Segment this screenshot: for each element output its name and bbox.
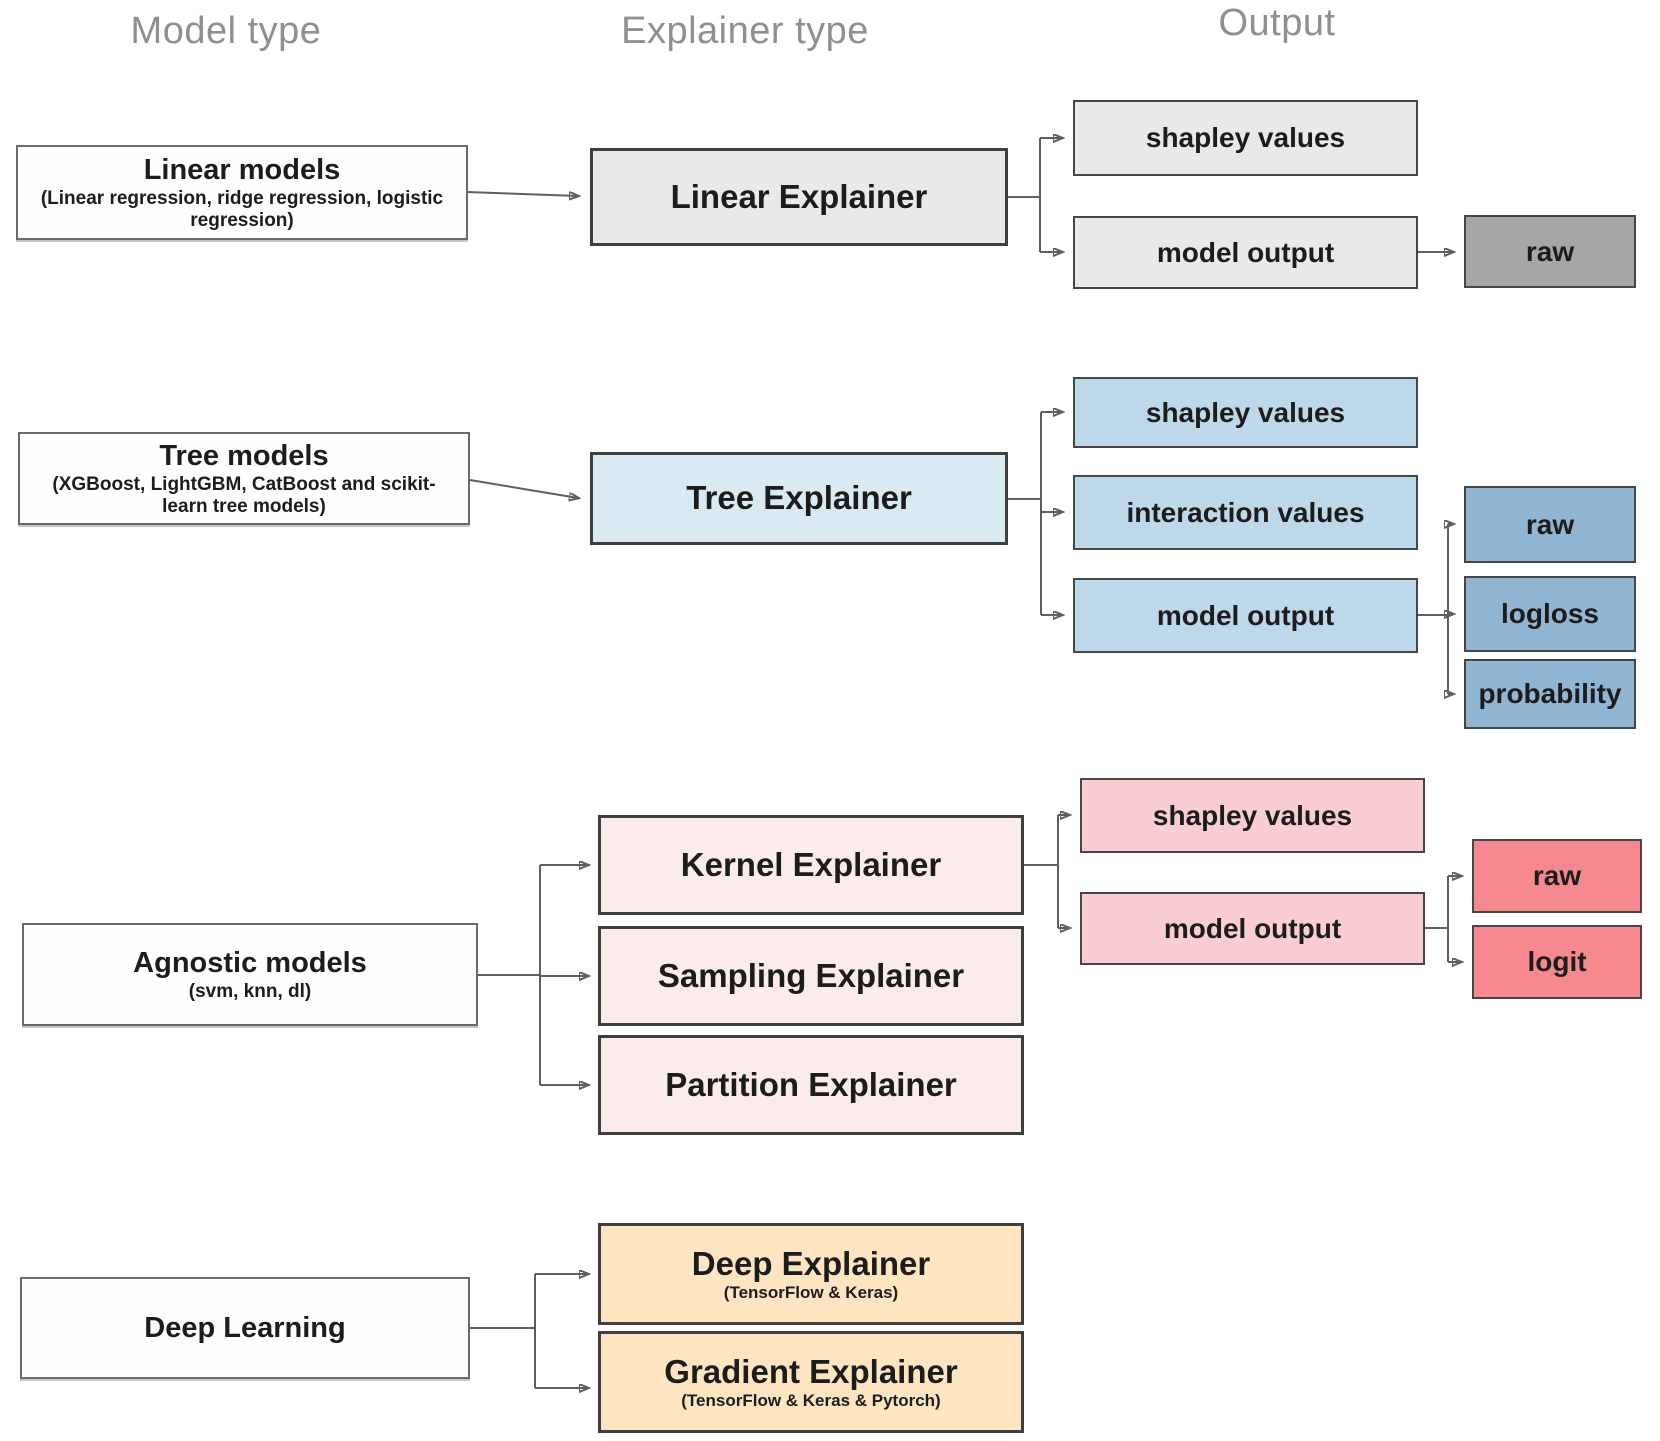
node-linear-raw: raw	[1464, 215, 1636, 288]
node-title: shapley values	[1145, 122, 1346, 154]
node-linear-explainer: Linear Explainer	[590, 148, 1008, 246]
node-title: shapley values	[1152, 799, 1353, 831]
node-tree-models: Tree models (XGBoost, LightGBM, CatBoost…	[18, 432, 470, 525]
node-title: Tree models	[159, 440, 329, 472]
node-title: logit	[1527, 946, 1587, 978]
node-title: Linear models	[143, 154, 341, 186]
node-title: raw	[1525, 235, 1575, 267]
node-title: Tree Explainer	[686, 479, 912, 517]
node-title: probability	[1478, 678, 1622, 710]
node-tree-interaction-values: interaction values	[1073, 475, 1418, 550]
node-title: Linear Explainer	[670, 177, 928, 215]
node-linear-model-output: model output	[1073, 216, 1418, 289]
node-tree-shapley-values: shapley values	[1073, 377, 1418, 448]
node-linear-shapley-values: shapley values	[1073, 100, 1418, 176]
node-title: interaction values	[1126, 496, 1365, 528]
node-tree-model-output: model output	[1073, 578, 1418, 653]
node-agnostic-raw: raw	[1472, 839, 1642, 913]
node-agnostic-logit: logit	[1472, 925, 1642, 999]
node-title: Partition Explainer	[665, 1065, 957, 1103]
node-subtitle: (XGBoost, LightGBM, CatBoost and scikit-…	[52, 474, 436, 517]
node-title: shapley values	[1145, 396, 1346, 428]
node-tree-probability: probability	[1464, 659, 1636, 729]
column-header-output: Output	[1218, 2, 1336, 44]
node-title: Deep Explainer	[691, 1245, 931, 1282]
node-title: Sampling Explainer	[657, 956, 965, 994]
node-tree-raw: raw	[1464, 486, 1636, 563]
node-title: model output	[1156, 236, 1335, 268]
column-header-model-type: Model type	[130, 10, 322, 52]
node-tree-logloss: logloss	[1464, 576, 1636, 652]
node-title: Deep Learning	[144, 1311, 346, 1344]
node-kernel-explainer: Kernel Explainer	[598, 815, 1024, 915]
node-agnostic-model-output: model output	[1080, 892, 1425, 965]
node-title: Gradient Explainer	[664, 1353, 958, 1390]
node-sampling-explainer: Sampling Explainer	[598, 926, 1024, 1026]
node-title: raw	[1525, 508, 1575, 540]
node-gradient-explainer: Gradient Explainer (TensorFlow & Keras &…	[598, 1331, 1024, 1433]
node-deep-explainer: Deep Explainer (TensorFlow & Keras)	[598, 1223, 1024, 1325]
node-title: model output	[1163, 912, 1342, 944]
node-deep-learning: Deep Learning	[20, 1277, 470, 1379]
node-title: raw	[1532, 860, 1582, 892]
node-agnostic-shapley-values: shapley values	[1080, 778, 1425, 853]
node-subtitle: (TensorFlow & Keras & Pytorch)	[681, 1390, 941, 1410]
node-linear-models: Linear models (Linear regression, ridge …	[16, 145, 468, 240]
node-subtitle: (Linear regression, ridge regression, lo…	[40, 188, 444, 231]
node-partition-explainer: Partition Explainer	[598, 1035, 1024, 1135]
node-title: model output	[1156, 599, 1335, 631]
node-title: Agnostic models	[133, 946, 367, 979]
node-title: Kernel Explainer	[680, 845, 942, 883]
node-agnostic-models: Agnostic models (svm, knn, dl)	[22, 923, 478, 1026]
node-subtitle: (TensorFlow & Keras)	[723, 1282, 899, 1302]
node-title: logloss	[1500, 598, 1599, 630]
node-subtitle: (svm, knn, dl)	[188, 981, 312, 1003]
column-header-explainer-type: Explainer type	[621, 10, 869, 52]
node-tree-explainer: Tree Explainer	[590, 452, 1008, 545]
